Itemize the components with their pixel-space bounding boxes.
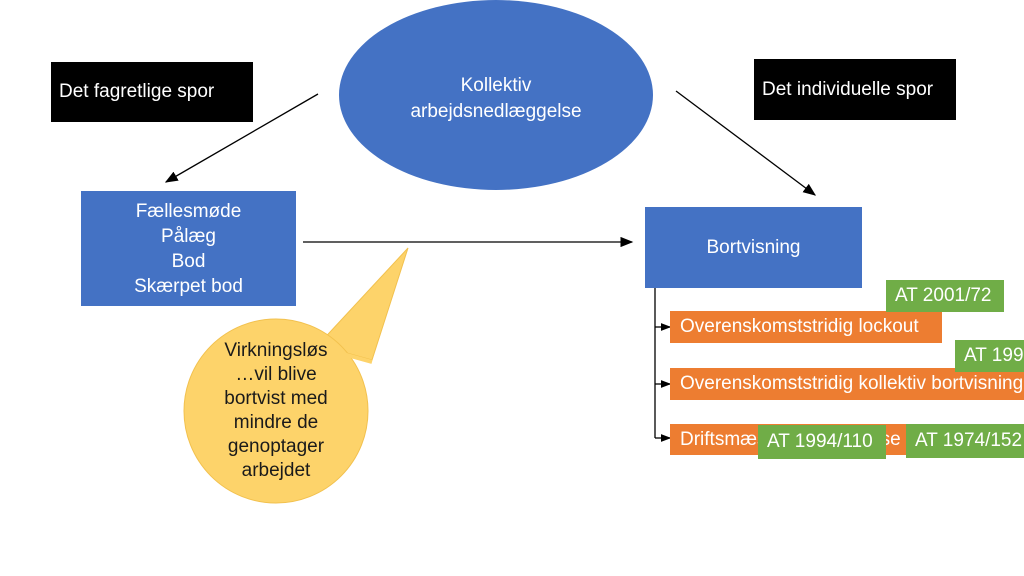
label-fagretlige-spor: Det fagretlige spor xyxy=(51,62,253,122)
bubble-line: Virkningsløs xyxy=(224,340,328,361)
center-ellipse-line2: arbejdsnedlæggelse xyxy=(410,101,582,122)
measures-box: Fællesmøde Pålæg Bod Skærpet bod xyxy=(81,191,296,306)
sub-item-label: Overenskomststridig lockout xyxy=(680,316,919,337)
bubble-line: …vil blive xyxy=(235,364,317,385)
bubble-line: mindre de xyxy=(233,412,319,433)
bortvisning-label: Bortvisning xyxy=(706,237,801,258)
speech-bubble-text: Virkningsløs …vil blive bortvist med min… xyxy=(196,340,356,481)
reference-at-1994-110: AT 1994/110 xyxy=(758,425,886,459)
arrow-ellipse-to-right-box xyxy=(675,90,817,196)
sub-item-kollektiv-bortvisning: Overenskomststridig kollektiv bortvisnin… xyxy=(670,368,1024,400)
measure-item: Bod xyxy=(171,250,206,272)
measure-item: Skærpet bod xyxy=(134,275,243,297)
reference-label: AT 1995 xyxy=(964,345,1024,366)
measure-item: Pålæg xyxy=(161,225,216,247)
label-individuelle-spor-text: Det individuelle spor xyxy=(762,78,934,100)
speech-bubble-shape xyxy=(183,247,409,504)
bubble-line: genoptager xyxy=(227,436,325,457)
reference-label: AT 2001/72 xyxy=(895,285,992,306)
bubble-line: bortvist med xyxy=(224,388,328,409)
reference-at-1995: AT 1995 xyxy=(955,340,1024,372)
center-ellipse-line1: Kollektiv xyxy=(460,75,532,96)
reference-at-1974-152: AT 1974/152 xyxy=(906,424,1024,458)
bubble-line: arbejdet xyxy=(241,460,311,481)
sub-item-label: Overenskomststridig kollektiv bortvisnin… xyxy=(680,373,1024,394)
sub-item-lockout: Overenskomststridig lockout xyxy=(670,311,942,343)
reference-at-2001-72: AT 2001/72 xyxy=(886,280,1004,312)
reference-label: AT 1994/110 xyxy=(767,431,873,452)
label-fagretlige-spor-text: Det fagretlige spor xyxy=(59,81,215,102)
bortvisning-box: Bortvisning xyxy=(645,207,862,288)
reference-label: AT 1974/152 xyxy=(915,430,1023,451)
measure-item: Fællesmøde xyxy=(135,200,242,222)
label-individuelle-spor: Det individuelle spor xyxy=(754,59,956,120)
arrow-ellipse-to-left-box xyxy=(164,93,319,183)
center-ellipse: Kollektiv arbejdsnedlæggelse xyxy=(339,0,653,190)
